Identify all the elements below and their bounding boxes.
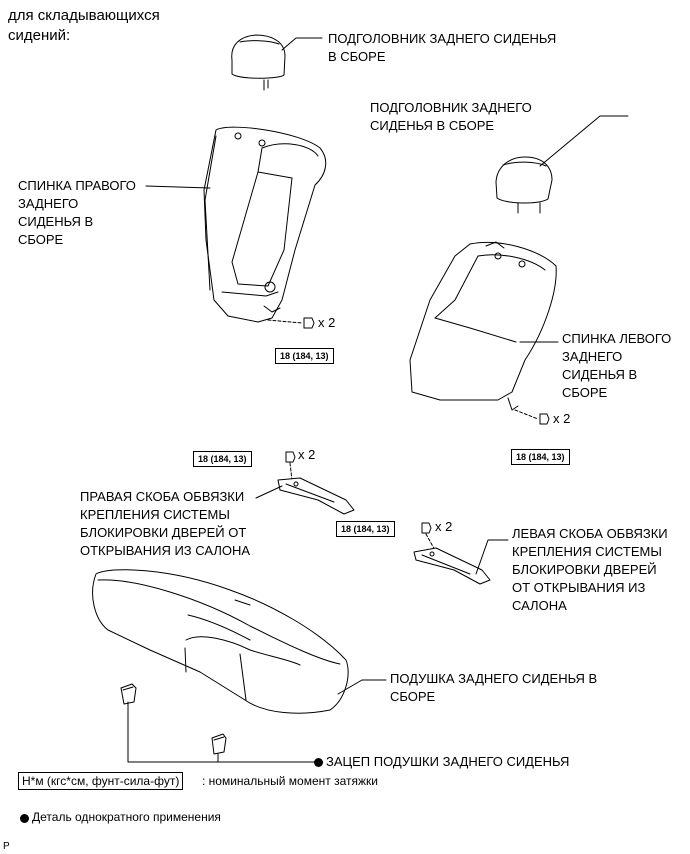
headrest-top-part <box>231 34 286 91</box>
leader-headrest-right <box>539 115 629 167</box>
label-right-seatback: СПИНКА ПРАВОГО ЗАДНЕГО СИДЕНЬЯ В СБОРЕ <box>18 178 136 247</box>
cushion-hook-right <box>211 733 227 755</box>
leader-cushion <box>337 679 387 695</box>
quantity-left-bracket: x 2 <box>435 519 453 534</box>
legend-non-reusable-text: Деталь однократного применения <box>32 810 221 824</box>
quantity-right-bracket: x 2 <box>298 447 316 462</box>
torque-spec-right-back: 18 (184, 13) <box>275 348 334 364</box>
label-headrest-top: ПОДГОЛОВНИК ЗАДНЕГО СИДЕНЬЯ В СБОРЕ <box>328 31 557 64</box>
headrest-right-part <box>495 156 553 214</box>
label-left-bracket: ЛЕВАЯ СКОБА ОБВЯЗКИ КРЕПЛЕНИЯ СИСТЕМЫ БЛ… <box>512 526 668 613</box>
right-seatback-part <box>203 126 327 323</box>
seat-cushion-part <box>92 569 349 714</box>
legend-unit-description: : номинальный момент затяжки <box>202 774 378 788</box>
non-reusable-marker-icon <box>314 758 323 767</box>
legend-non-reusable-icon <box>20 814 29 823</box>
label-right-bracket: ПРАВАЯ СКОБА ОБВЯЗКИ КРЕПЛЕНИЯ СИСТЕМЫ Б… <box>80 489 251 558</box>
label-left-seatback: СПИНКА ЛЕВОГО ЗАДНЕГО СИДЕНЬЯ В СБОРЕ <box>562 331 672 400</box>
quantity-right-back: x 2 <box>318 315 336 330</box>
leader-left-bracket <box>475 539 509 575</box>
bolt-left-bracket <box>421 522 437 553</box>
diagram-heading: для складывающихся сидений: <box>8 7 160 44</box>
label-seat-cushion: ПОДУШКА ЗАДНЕГО СИДЕНЬЯ В СБОРЕ <box>390 671 598 704</box>
bolt-left-back <box>514 409 550 425</box>
legend-unit-box: Н*м (кгс*см, фунт-сила-фут) <box>18 772 184 790</box>
left-seatback-part <box>409 241 557 411</box>
left-bracket-part <box>413 547 491 585</box>
torque-spec-left-back: 18 (184, 13) <box>511 449 570 465</box>
label-cushion-hook: ЗАЦЕП ПОДУШКИ ЗАДНЕГО СИДЕНЬЯ <box>326 754 570 769</box>
leader-hooks <box>127 701 317 763</box>
leader-right-bracket <box>255 485 283 499</box>
label-headrest-right: ПОДГОЛОВНИК ЗАДНЕГО СИДЕНЬЯ В СБОРЕ <box>370 100 532 133</box>
right-bracket-part <box>277 477 355 515</box>
cushion-hook-left <box>120 683 137 705</box>
figure-code: P <box>3 841 10 852</box>
leader-headrest-top <box>281 37 323 51</box>
bolt-right-bracket <box>285 451 296 481</box>
leader-right-back <box>145 185 211 189</box>
quantity-left-back: x 2 <box>553 411 571 426</box>
torque-spec-right-bracket: 18 (184, 13) <box>193 451 252 467</box>
torque-spec-left-bracket: 18 (184, 13) <box>336 521 395 537</box>
bolt-right-back <box>267 317 315 329</box>
